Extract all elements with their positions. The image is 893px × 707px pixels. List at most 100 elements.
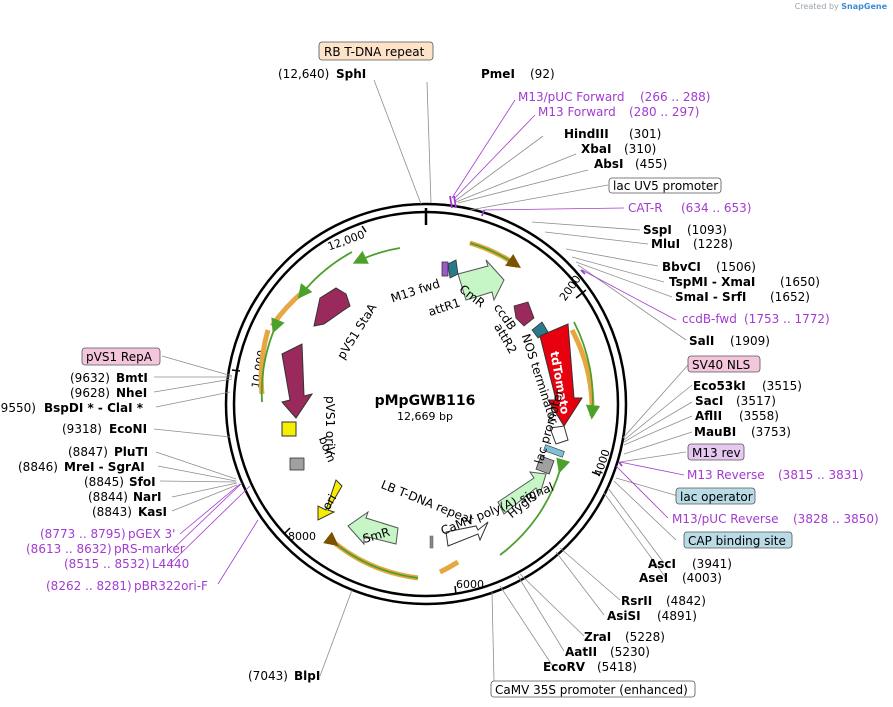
site-pluti: PluTI xyxy=(114,445,148,459)
primer-prs-marker: pRS-marker xyxy=(114,542,185,556)
tick-4000-mark xyxy=(591,471,601,476)
primer-m13puc-fwd: M13/pUC Forward xyxy=(518,90,625,104)
site-asci: AscI xyxy=(648,557,676,571)
site-pmei-pos: (92) xyxy=(530,67,555,81)
tick-label-12000: 12,000 xyxy=(326,228,367,253)
site-bspdi-clai: BspDI * - ClaI * xyxy=(44,401,144,415)
lac-promoter-mark xyxy=(535,455,555,475)
tick-label-6000: 6000 xyxy=(456,578,484,591)
site-ecorv: EcoRV xyxy=(543,660,586,674)
site-leader-lines xyxy=(153,79,693,683)
site-smai-srfi-pos: (1652) xyxy=(770,290,810,304)
site-hindiii: HindIII xyxy=(564,127,609,141)
tick-12000-mark xyxy=(361,225,367,233)
site-nhei-pos: (9628) xyxy=(70,386,110,400)
primer-pbr322ori-f: pBR322ori-F xyxy=(134,579,208,593)
site-zrai: ZraI xyxy=(584,630,611,644)
primer-ccdb-fwd: ccdB-fwd xyxy=(682,312,737,326)
site-blpi-pos: (7043) xyxy=(248,669,288,683)
site-pmei: PmeI xyxy=(481,67,515,81)
primer-cat-r: CAT-R xyxy=(628,201,663,215)
site-saci: SacI xyxy=(695,394,723,408)
primer-m13-rev: M13 Reverse xyxy=(687,468,765,482)
site-aflii-pos: (3558) xyxy=(739,409,779,423)
site-kasi: KasI xyxy=(138,505,167,519)
box-pvs1-repa-label: pVS1 RepA xyxy=(86,350,153,364)
camv-polya-arrow xyxy=(445,521,489,547)
primer-prs-marker-range: (8613 .. 8632) xyxy=(26,542,112,556)
site-asei-pos: (4003) xyxy=(682,571,722,585)
box-sv40-nls xyxy=(687,355,761,373)
site-xbai-pos: (310) xyxy=(624,142,656,156)
primer-m13-rev-range: (3815 .. 3831) xyxy=(778,468,864,482)
box-lac-operator xyxy=(675,487,756,505)
feat-attr1: attR1 xyxy=(427,296,462,319)
orf-arc-staa xyxy=(269,289,306,328)
site-bmti: BmtI xyxy=(116,371,148,385)
backbone-outer-ring xyxy=(224,202,628,606)
site-aflii: AflII xyxy=(695,409,722,423)
tick-8000-mark xyxy=(283,527,291,535)
orf-arc-smr xyxy=(334,542,419,581)
site-smai-srfi: SmaI - SrfI xyxy=(675,290,746,304)
lac-operator-mark xyxy=(543,444,565,458)
primer-m13puc-fwd-range: (266 .. 288) xyxy=(640,90,710,104)
feat-pvs1-oriv: pVS1 oriV xyxy=(323,396,337,456)
box-camv-35s-label: CaMV 35S promoter (enhanced) xyxy=(495,683,688,697)
ori-arrow xyxy=(317,479,343,521)
m13-fwd-mark xyxy=(441,261,449,277)
site-asci-pos: (3941) xyxy=(692,557,732,571)
lb-tdna-repeat-mark xyxy=(429,535,434,549)
site-asisi: AsiSI xyxy=(607,609,641,623)
site-aatii: AatII xyxy=(565,645,597,659)
site-econi-pos: (9318) xyxy=(62,422,102,436)
tick-6000-mark xyxy=(454,585,457,595)
site-bspdi-clai-pos: (9550) xyxy=(0,401,36,415)
site-sfoi: SfoI xyxy=(129,475,156,489)
box-lac-operator-label: lac operator xyxy=(680,490,753,504)
tick-2000-mark xyxy=(575,289,587,299)
tick-label-8000: 8000 xyxy=(288,530,316,543)
primer-m13-fwd: M13 Forward xyxy=(538,105,616,119)
primer-ccdb-fwd-range: (1753 .. 1772) xyxy=(744,312,830,326)
plasmid-size: 12,669 bp xyxy=(397,410,453,423)
restriction-sites: (12,640) SphI PmeI (92) HindIII (301) Xb… xyxy=(0,67,820,683)
site-sspi: SspI xyxy=(643,223,672,237)
site-eco53ki-pos: (3515) xyxy=(762,379,802,393)
site-aatii-pos: (5230) xyxy=(610,645,650,659)
orf-arc-outlines xyxy=(260,242,601,579)
site-asisi-pos: (4891) xyxy=(657,609,697,623)
site-absi: AbsI xyxy=(594,157,623,171)
site-eco53ki: Eco53kI xyxy=(693,379,746,393)
primer-l4440-range: (8515 .. 8532) xyxy=(64,557,150,571)
pvs1-staa-arrow xyxy=(313,287,351,327)
site-zrai-pos: (5228) xyxy=(625,630,665,644)
pvs1-repa-arrow xyxy=(281,343,314,419)
brand-prefix: Created by xyxy=(794,2,839,11)
box-rb-tdna-label: RB T-DNA repeat xyxy=(324,45,425,59)
pvs1-oriv-mark xyxy=(281,421,297,437)
primer-pgex3-range: (8773 .. 8795) xyxy=(40,527,126,541)
smr-arrow xyxy=(347,510,399,546)
site-mlui: MluI xyxy=(651,237,680,251)
primer-m13puc-rev-range: (3828 .. 3850) xyxy=(793,512,879,526)
primer-pgex3: pGEX 3' xyxy=(128,527,175,541)
plasmid-name: pMpGWB116 xyxy=(375,393,476,409)
snapgene-watermark: Created by SnapGene xyxy=(795,2,887,11)
site-kasi-pos: (8843) xyxy=(92,505,132,519)
box-m13-rev xyxy=(687,443,745,461)
site-ecorv-pos: (5418) xyxy=(597,660,637,674)
site-blpi: BlpI xyxy=(294,669,320,683)
tick-10000-mark xyxy=(231,369,241,372)
bom-mark xyxy=(289,457,305,471)
primer-m13puc-rev: M13/pUC Reverse xyxy=(672,512,779,526)
site-sali: SalI xyxy=(689,334,714,348)
site-nhei: NheI xyxy=(116,386,147,400)
site-bmti-pos: (9632) xyxy=(70,371,110,385)
box-cap-binding xyxy=(683,531,793,549)
site-sspi-pos: (1093) xyxy=(687,223,727,237)
nos-terminator-mark xyxy=(549,425,569,445)
orf-arc-cmr xyxy=(469,240,520,269)
site-nari-pos: (8844) xyxy=(88,490,128,504)
